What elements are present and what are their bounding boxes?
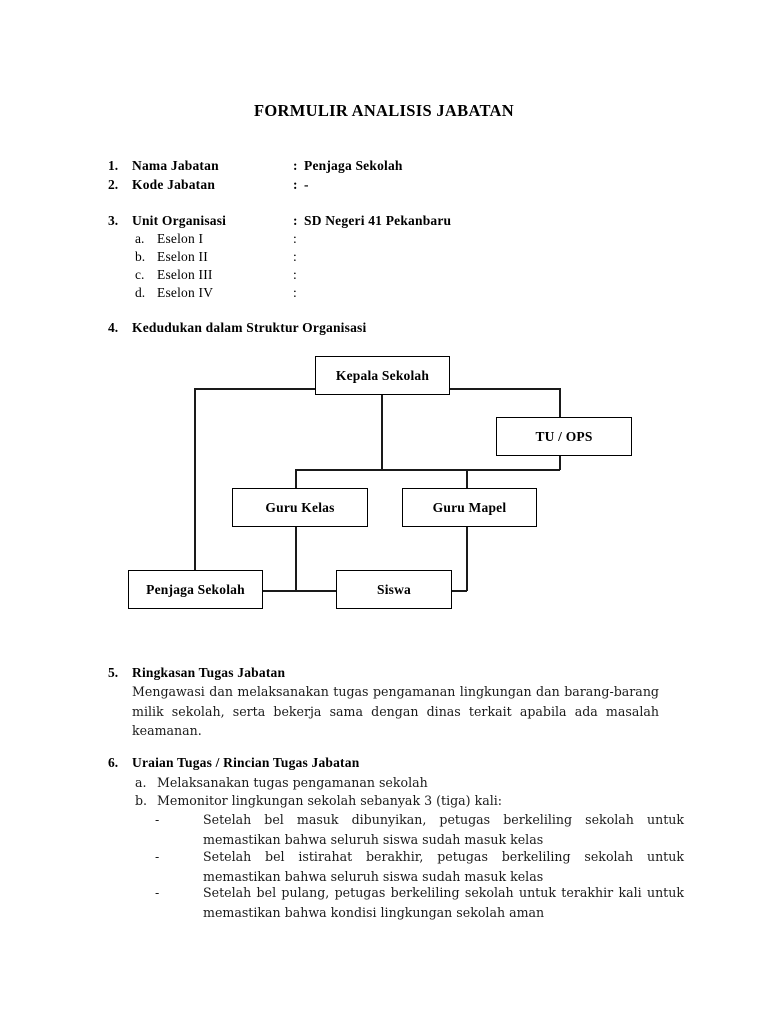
field-value: - [304,177,309,192]
field-number: 2. [108,177,119,192]
connector-guru-bus [295,469,560,471]
connector-kepala-center [381,393,383,470]
field-number: d. [135,285,146,300]
org-node-label: Kepala Sekolah [335,367,430,383]
section-5-body: Mengawasi dan melaksanakan tugas pengama… [132,684,659,738]
org-node-guru-mapel[interactable]: Guru Mapel [402,488,537,527]
field-value: SD Negeri 41 Pekanbaru [304,213,452,228]
field-row-eselon-3: c. Eselon III : [135,267,675,286]
field-colon: : [293,177,298,192]
list-text: Melaksanakan tugas pengamanan sekolah [157,775,428,790]
field-number: 1. [108,158,119,173]
org-node-label: Guru Kelas [265,499,335,515]
field-row-unit-organisasi: 3. Unit Organisasi : SD Negeri 41 Pekanb… [108,213,668,232]
dash-marker: - [155,812,160,827]
org-node-label: TU / OPS [535,428,593,444]
field-row-eselon-4: d. Eselon IV : [135,285,675,304]
field-row-nama-jabatan: 1. Nama Jabatan : Penjaga Sekolah [108,158,668,177]
field-row-kode-jabatan: 2. Kode Jabatan : - [108,177,668,196]
org-node-penjaga-sekolah[interactable]: Penjaga Sekolah [128,570,263,609]
field-label: Eselon IV [157,285,214,300]
field-row-eselon-2: b. Eselon II : [135,249,675,268]
page-title: FORMULIR ANALISIS JABATAN [254,101,514,120]
org-node-guru-kelas[interactable]: Guru Kelas [232,488,368,527]
field-colon: : [293,267,297,282]
field-label: Nama Jabatan [132,158,219,173]
field-label: Kode Jabatan [132,177,216,192]
field-colon: : [293,158,298,173]
field-number: a. [135,231,145,246]
field-label: Eselon III [157,267,213,282]
list-text: Memonitor lingkungan sekolah sebanyak 3 … [157,793,503,808]
field-colon: : [293,249,297,264]
dash-marker: - [155,849,160,864]
field-number: 3. [108,213,119,228]
connector-penjaga-to-siswa [262,590,337,592]
connector-tu-ops-down [559,455,561,470]
org-node-kepala-sekolah[interactable]: Kepala Sekolah [315,356,450,395]
section-title: Kedudukan dalam Struktur Organisasi [132,320,367,335]
section-number: 4. [108,320,119,335]
section-number: 5. [108,665,119,680]
connector-left-spine [194,388,196,571]
org-node-tu-ops[interactable]: TU / OPS [496,417,632,456]
connector-to-tu-ops [559,388,561,418]
connector-guru-kelas-down [295,526,297,591]
connector-guru-mapel-down [466,526,468,591]
field-colon: : [293,231,297,246]
sub-list-text: Setelah bel masuk dibunyikan, petugas be… [203,812,684,847]
sub-list-text: Setelah bel pulang, petugas berkeliling … [203,885,684,920]
field-colon: : [293,285,297,300]
connector-to-guru-mapel [466,469,468,489]
field-label: Eselon II [157,249,208,264]
connector-siswa-to-right [451,590,467,592]
connector-top-bus [194,388,560,390]
org-node-label: Siswa [376,581,411,597]
list-marker: b. [135,793,148,808]
org-node-label: Penjaga Sekolah [146,581,245,597]
connector-to-guru-kelas [295,469,297,489]
sub-list-text: Setelah bel istirahat berakhir, petugas … [203,849,684,884]
field-colon: : [293,213,298,228]
section-title: Ringkasan Tugas Jabatan [132,665,286,680]
field-number: b. [135,249,146,264]
section-number: 6. [108,755,119,770]
field-label: Eselon I [157,231,204,246]
field-number: c. [135,267,145,282]
list-marker: a. [135,775,147,790]
field-value: Penjaga Sekolah [304,158,403,173]
org-node-siswa[interactable]: Siswa [336,570,452,609]
org-node-label: Guru Mapel [432,499,507,515]
dash-marker: - [155,885,160,900]
field-label: Unit Organisasi [132,213,227,228]
field-row-eselon-1: a. Eselon I : [135,231,675,250]
section-title: Uraian Tugas / Rincian Tugas Jabatan [132,755,360,770]
